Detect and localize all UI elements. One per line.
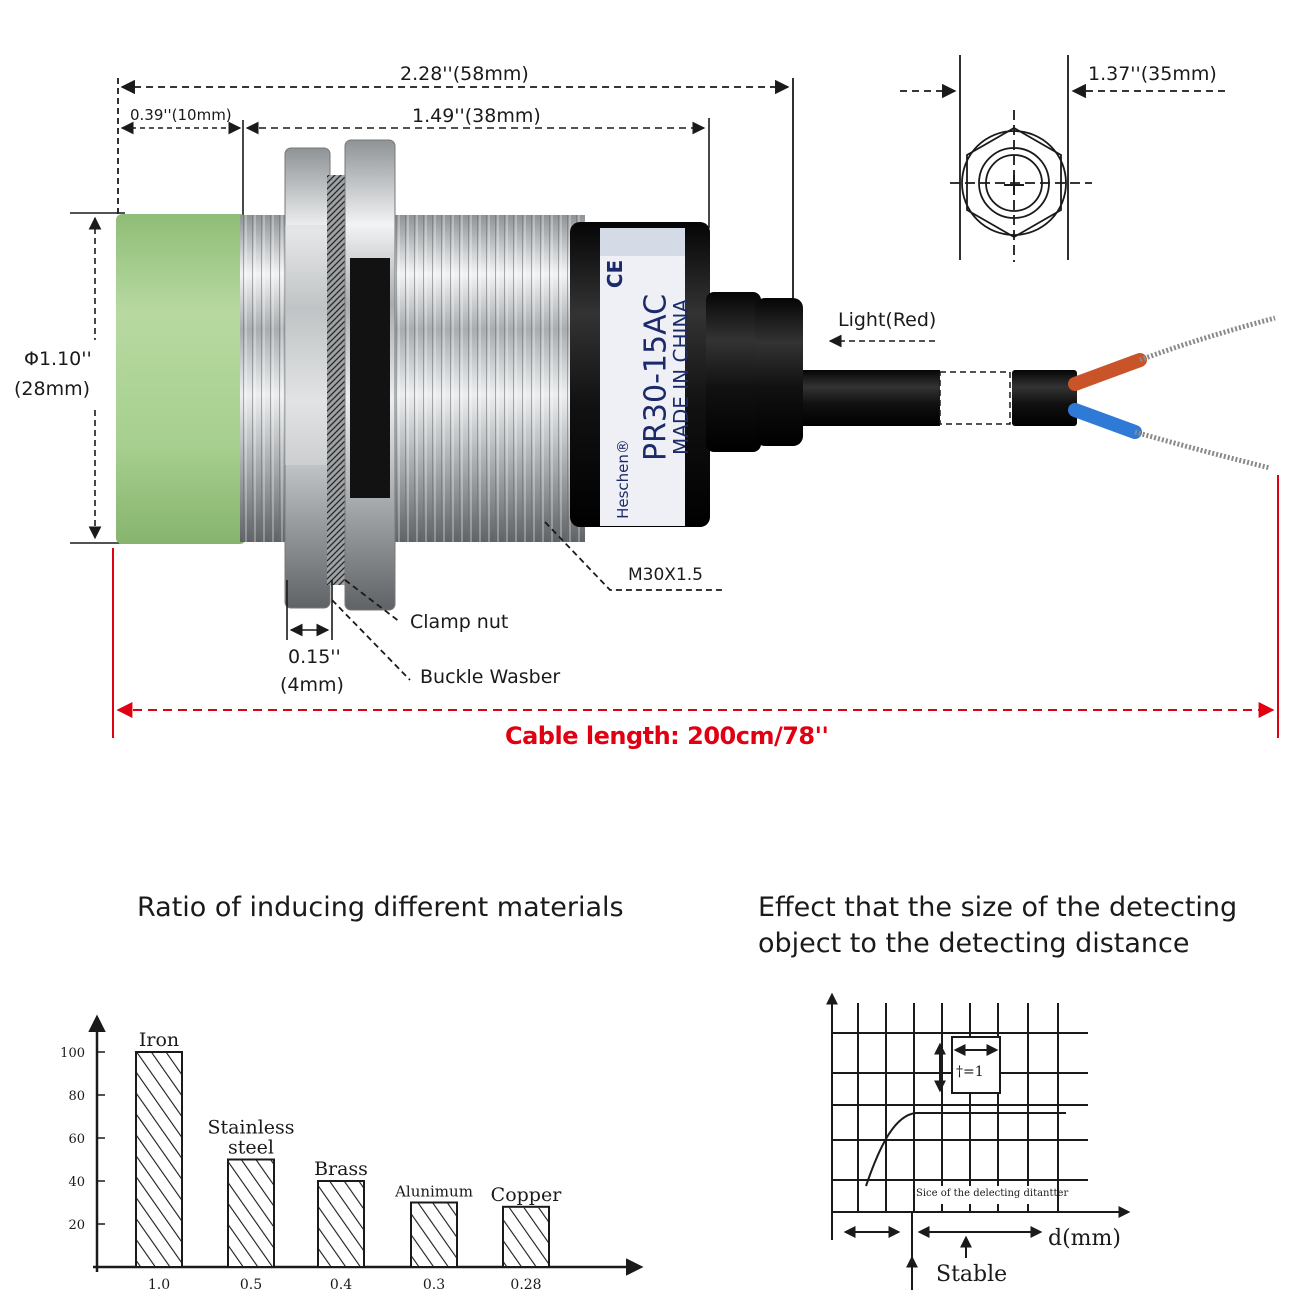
face-length-label: 0.39''(10mm) [130,106,232,124]
cable-length-dimension [112,475,1279,738]
bar-hatch [412,1203,456,1266]
nut-thickness-label: 0.15'' [288,646,341,668]
bar-hatch [319,1182,363,1266]
category-label: Iron [139,1029,179,1051]
washer-label: Buckle Wasber [420,666,561,688]
x-tick-label: 0.5 [240,1277,262,1293]
light-label: Light(Red) [838,309,937,331]
category-label: steel [228,1137,274,1159]
x-tick-label: 0.3 [423,1277,445,1293]
diameter-dimension [70,212,125,544]
indicator-light [755,298,803,446]
materials-chart-title: Ratio of inducing different materials [137,892,624,923]
y-tick-label: 40 [68,1175,85,1190]
label-band [600,228,685,526]
clamp-nut-label: Clamp nut [410,611,509,633]
thread-leader [544,521,722,591]
category-label: Copper [491,1184,563,1206]
thread-length-dimension [245,118,710,228]
bar-hatch [137,1053,181,1266]
size-chart-title-1: Effect that the size of the detecting [758,892,1238,923]
diameter-label: Φ1.10'' [24,348,92,370]
nut-width-label: 1.37''(35mm) [1088,63,1217,85]
detection-curve [865,1112,1066,1187]
x-tick-label: 1.0 [148,1277,170,1293]
nut-thickness-dimension [286,580,333,640]
nut-end-view [900,55,1225,262]
y-tick-label: 100 [60,1046,85,1061]
bar-hatch [229,1160,273,1266]
total-length-dimension [117,78,794,298]
x-axis-label: d(mm) [1048,1226,1121,1251]
sensor-drawing [70,55,1279,738]
thread-spec-label: M30X1.5 [628,565,703,585]
category-label: Brass [314,1158,368,1180]
x-tick-label: 0.28 [510,1277,541,1293]
bar-hatch [504,1207,548,1266]
sensing-face [116,214,246,544]
unit-label: †=1 [956,1064,984,1080]
y-tick-label: 20 [68,1218,85,1233]
inner-caption: Sice of the delecting ditantter [916,1188,1069,1199]
size-chart-title-2: object to the detecting distance [758,928,1190,959]
thread-length-label: 1.49''(38mm) [412,105,541,127]
diameter-mm-label: (28mm) [14,378,91,400]
clamp-nut-leader [344,579,401,623]
nut-thickness-mm-label: (4mm) [280,674,344,696]
cable-length-label: Cable length: 200cm/78'' [505,722,829,750]
total-length-label: 2.28''(58mm) [400,63,529,85]
x-tick-label: 0.4 [330,1277,352,1293]
cable [790,315,1276,471]
y-tick-label: 60 [68,1132,85,1147]
rear-cap [706,292,761,452]
stable-label: Stable [936,1262,1008,1287]
face-length-dimension [120,120,244,215]
y-tick-label: 80 [68,1089,85,1104]
clamp-nut-2 [344,139,396,611]
category-label: Stainless [207,1117,294,1139]
category-label: Alunimum [394,1183,473,1201]
washer-leader [331,599,411,681]
